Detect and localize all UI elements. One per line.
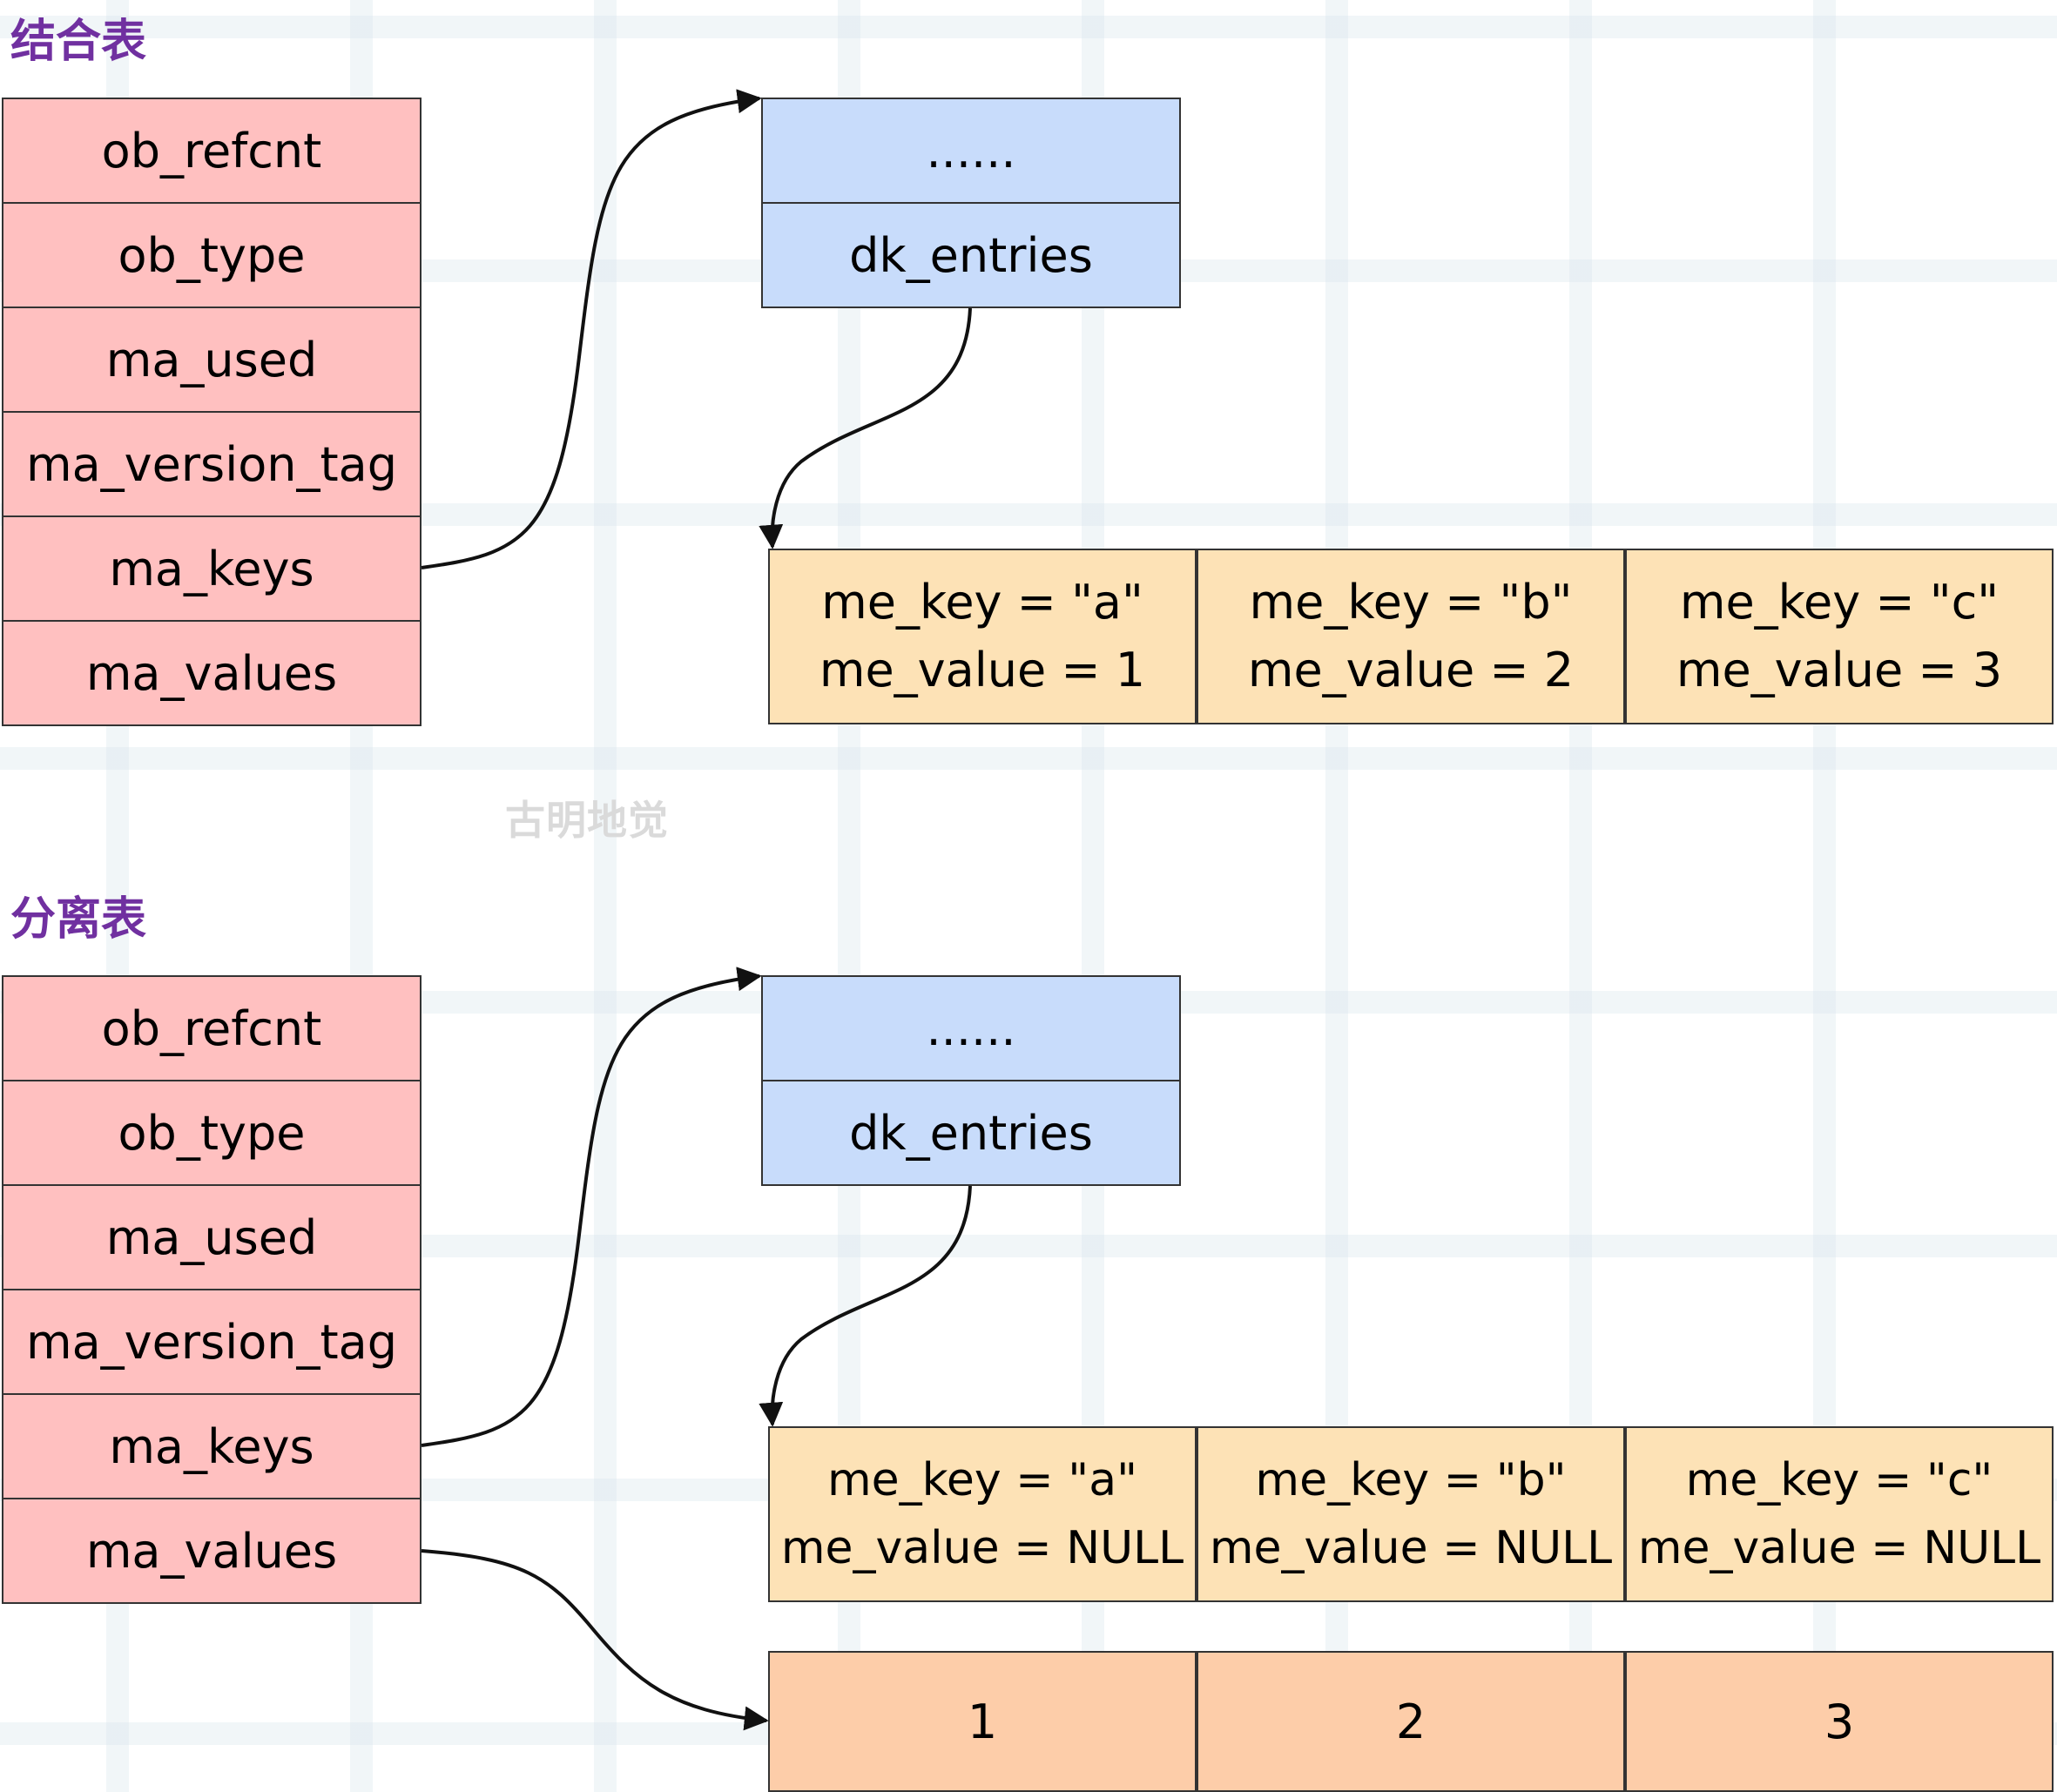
keys-object-dk-entries: dk_entries <box>761 202 1181 308</box>
entry-a: me_key = "a" me_value = 1 <box>768 549 1197 724</box>
struct-field-ma-keys: ma_keys <box>2 515 422 622</box>
entry-a: me_key = "a" me_value = NULL <box>768 1426 1197 1602</box>
struct-field-ob-refcnt: ob_refcnt <box>2 975 422 1081</box>
struct-field-ob-type: ob_type <box>2 1080 422 1186</box>
values-array-item-3: 3 <box>1625 1651 2054 1792</box>
keys-object-ellipsis: ...... <box>761 975 1181 1081</box>
entry-value: me_value = 1 <box>819 643 1146 697</box>
entry-key: me_key = "b" <box>1249 575 1573 630</box>
entry-key: me_key = "c" <box>1685 1454 1993 1506</box>
struct-field-ma-values: ma_values <box>2 620 422 726</box>
entry-value: me_value = 3 <box>1676 643 2003 697</box>
struct-field-ma-version-tag: ma_version_tag <box>2 411 422 517</box>
values-array-item-2: 2 <box>1197 1651 1625 1792</box>
entry-c: me_key = "c" me_value = NULL <box>1625 1426 2054 1602</box>
entry-value: me_value = NULL <box>1637 1522 2041 1574</box>
keys-object-ellipsis: ...... <box>761 98 1181 204</box>
struct-field-ma-version-tag: ma_version_tag <box>2 1289 422 1395</box>
struct-field-ob-refcnt: ob_refcnt <box>2 98 422 204</box>
entry-c: me_key = "c" me_value = 3 <box>1625 549 2054 724</box>
entry-key: me_key = "b" <box>1255 1454 1567 1506</box>
entry-key: me_key = "a" <box>826 1454 1137 1506</box>
struct-field-ma-keys: ma_keys <box>2 1393 422 1499</box>
entry-b: me_key = "b" me_value = NULL <box>1197 1426 1625 1602</box>
entry-b: me_key = "b" me_value = 2 <box>1197 549 1625 724</box>
values-array-item-1: 1 <box>768 1651 1197 1792</box>
entry-value: me_value = 2 <box>1247 643 1575 697</box>
watermark: 古明地觉 <box>505 797 669 844</box>
struct-field-ma-used: ma_used <box>2 1184 422 1290</box>
keys-object-dk-entries: dk_entries <box>761 1080 1181 1186</box>
entry-key: me_key = "c" <box>1679 575 2000 630</box>
section-title-combined: 结合表 <box>10 16 147 68</box>
section-title-split: 分离表 <box>10 893 147 946</box>
struct-field-ob-type: ob_type <box>2 202 422 308</box>
entry-value: me_value = NULL <box>780 1522 1184 1574</box>
entry-key: me_key = "a" <box>821 575 1143 630</box>
entry-value: me_value = NULL <box>1209 1522 1613 1574</box>
struct-field-ma-used: ma_used <box>2 307 422 413</box>
struct-field-ma-values: ma_values <box>2 1498 422 1604</box>
